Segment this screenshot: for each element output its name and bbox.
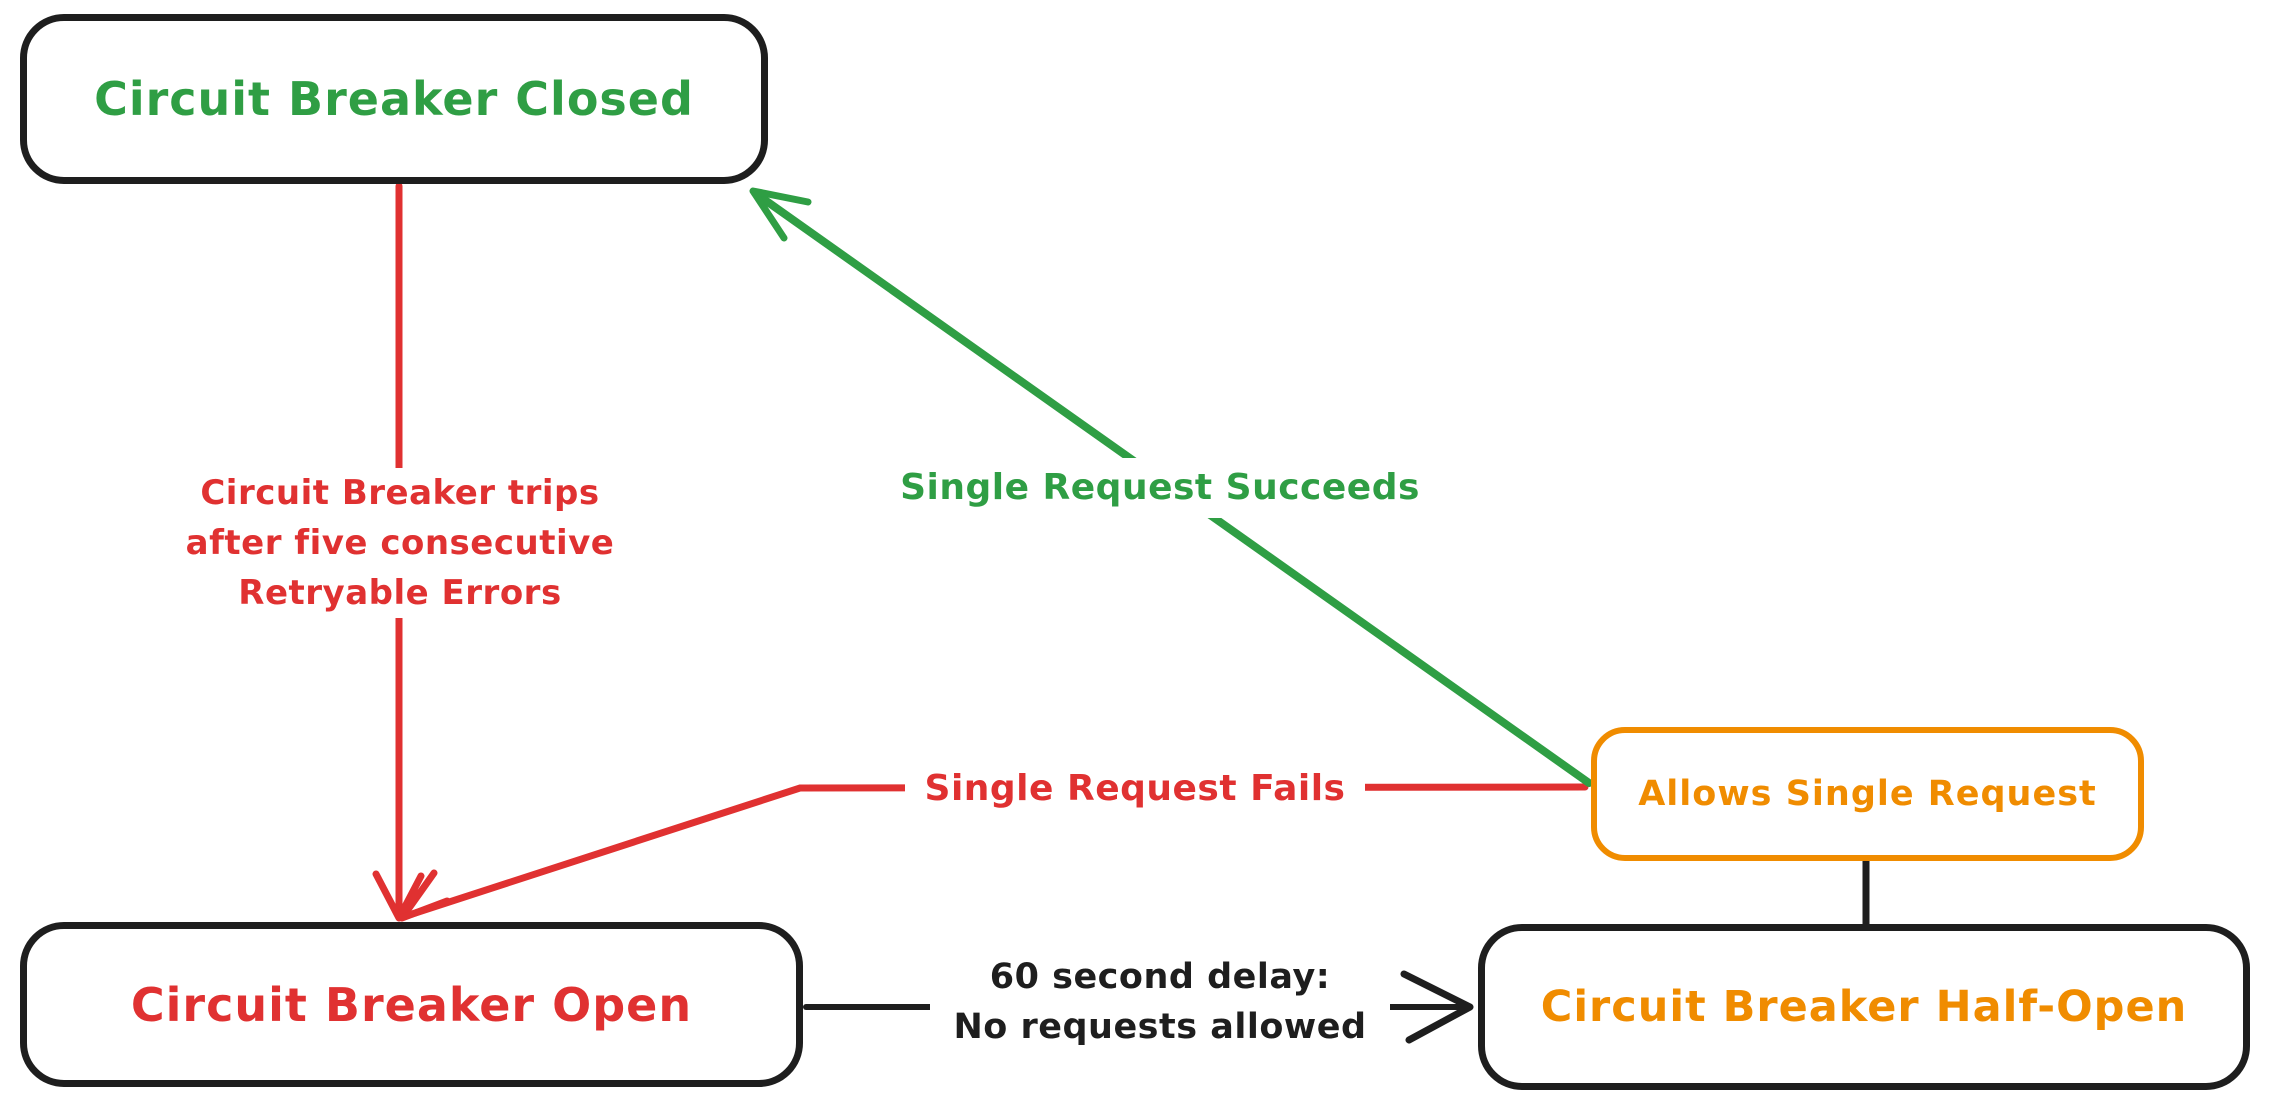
edge-label-trip-reason: Circuit Breaker trips after five consecu… bbox=[140, 468, 660, 618]
edge-label-delay-line2: No requests allowed bbox=[953, 1007, 1367, 1047]
trip-arrowhead-icon bbox=[372, 869, 451, 922]
edge-label-60-second-delay: 60 second delay: No requests allowed bbox=[930, 952, 1390, 1052]
delay-arrowhead-icon bbox=[1400, 970, 1474, 1044]
node-circuit-breaker-open: Circuit Breaker Open bbox=[20, 922, 803, 1087]
edge-label-trip-line3: Retryable Errors bbox=[238, 573, 562, 613]
edge-label-single-request-fails: Single Request Fails bbox=[905, 760, 1365, 818]
node-circuit-breaker-closed: Circuit Breaker Closed bbox=[20, 14, 768, 184]
edge-label-single-request-fails-text: Single Request Fails bbox=[924, 768, 1346, 809]
edge-label-single-request-succeeds: Single Request Succeeds bbox=[890, 458, 1430, 518]
edge-label-single-request-succeeds-text: Single Request Succeeds bbox=[900, 467, 1420, 508]
node-circuit-breaker-closed-label: Circuit Breaker Closed bbox=[94, 72, 694, 126]
edge-label-delay-line1: 60 second delay: bbox=[989, 957, 1331, 997]
node-circuit-breaker-half-open: Circuit Breaker Half-Open bbox=[1478, 924, 2250, 1090]
node-circuit-breaker-half-open-label: Circuit Breaker Half-Open bbox=[1540, 982, 2188, 1032]
node-allows-single-request: Allows Single Request bbox=[1591, 727, 2144, 861]
edge-label-trip-line1: Circuit Breaker trips bbox=[200, 473, 600, 513]
succeed-arrowhead-icon bbox=[749, 187, 812, 242]
node-circuit-breaker-open-label: Circuit Breaker Open bbox=[130, 977, 693, 1032]
node-allows-single-request-label: Allows Single Request bbox=[1638, 774, 2097, 814]
edge-label-trip-line2: after five consecutive bbox=[185, 523, 615, 563]
